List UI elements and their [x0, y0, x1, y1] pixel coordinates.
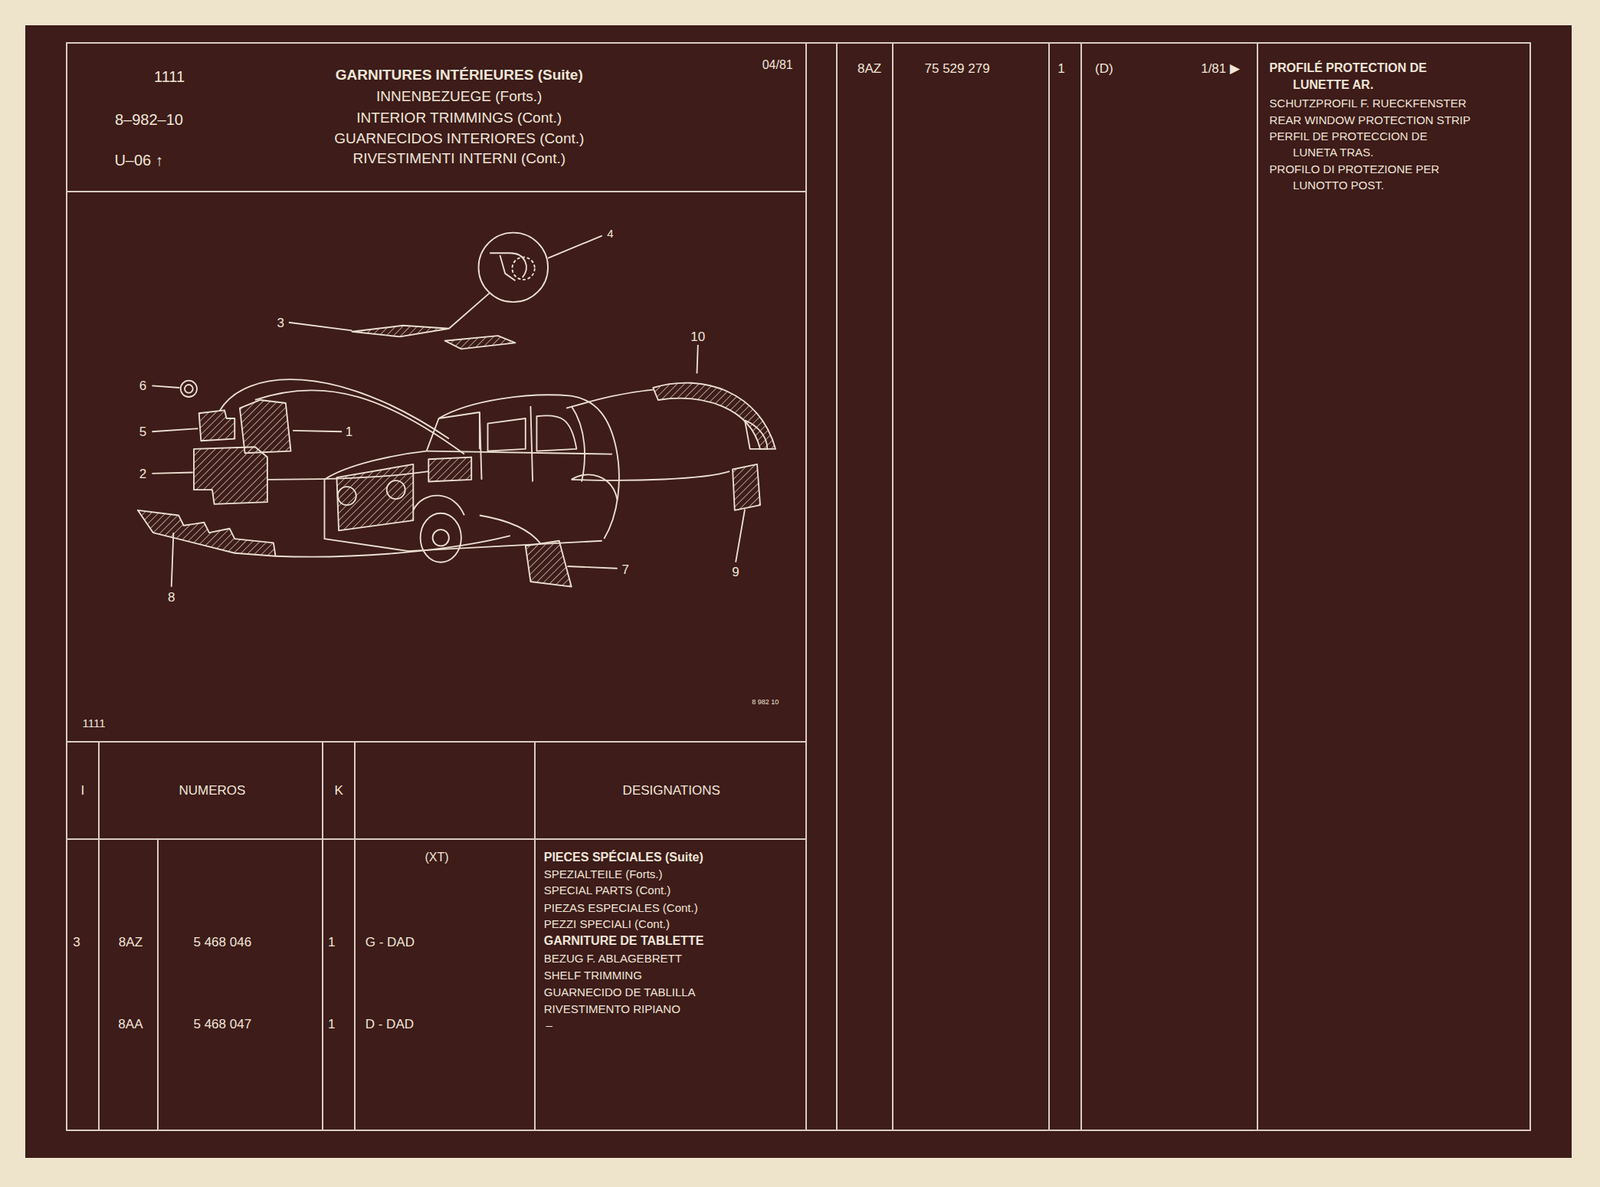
designation-text: SHELF TRIMMING: [544, 968, 643, 981]
designation-text: PROFILO DI PROTEZIONE PER: [1269, 162, 1440, 174]
callout-number: 5: [139, 425, 147, 439]
callout-number: 10: [690, 330, 705, 344]
sheet-code: 8–982–10: [114, 111, 184, 128]
designation-text: LUNOTTO POST.: [1292, 179, 1384, 191]
designation-text: PERFIL DE PROTECCION DE: [1269, 130, 1428, 142]
table-cell: D - DAD: [365, 1016, 414, 1030]
section-title: INNENBEZUEGE (Forts.): [376, 88, 542, 104]
table-cell: 8AA: [118, 1016, 143, 1030]
section-title: GUARNECIDOS INTERIORES (Cont.): [334, 130, 584, 145]
date-code: 04/81: [762, 59, 794, 72]
designation-text: SCHUTZPROFIL F. RUECKFENSTER: [1269, 97, 1467, 109]
microfiche-card: [25, 25, 1572, 1158]
table-cell: (D): [1095, 62, 1114, 76]
table-cell: 1: [1057, 62, 1065, 76]
model-code: (XT): [424, 851, 449, 864]
callout-number: 2: [139, 466, 147, 480]
section-title: INTERIOR TRIMMINGS (Cont.): [356, 110, 562, 125]
part-number: 5 468 046: [193, 935, 252, 949]
sheet-code: U–06 ↑: [114, 152, 163, 168]
designation-text: GARNITURE DE TABLETTE: [544, 934, 705, 948]
callout-number: 3: [276, 315, 284, 329]
column-header: DESIGNATIONS: [622, 783, 721, 797]
designation-text: PIECES SPÉCIALES (Suite): [544, 851, 704, 864]
column-header: K: [334, 783, 343, 797]
table-cell: 1/81 ▶: [1200, 62, 1240, 76]
part-number: 5 468 047: [193, 1016, 252, 1030]
designation-text: PROFILÉ PROTECTION DE: [1269, 62, 1427, 75]
car-illustration: [137, 232, 776, 587]
section-title: RIVESTIMENTI INTERNI (Cont.): [352, 150, 566, 166]
table-cell: 8AZ: [857, 62, 882, 76]
table-cell: 1: [327, 935, 335, 949]
figure-number: 1111: [81, 716, 105, 728]
table-cell: 1: [327, 1016, 335, 1030]
designation-text: LUNETA TRAS.: [1292, 146, 1374, 158]
designation-text: –: [545, 1018, 552, 1030]
table-cell: 8AZ: [118, 935, 143, 949]
designation-text: SPECIAL PARTS (Cont.): [544, 884, 672, 896]
callout-number: 9: [731, 564, 739, 578]
table-cell: G - DAD: [365, 935, 415, 949]
designation-text: RIVESTIMENTO RIPIANO: [544, 1002, 681, 1014]
designation-text: REAR WINDOW PROTECTION STRIP: [1269, 113, 1472, 125]
column-header: I: [80, 783, 85, 797]
callout-number: 4: [606, 226, 614, 239]
table-cell: 3: [72, 935, 80, 949]
figure-code: 8 982 10: [751, 698, 779, 706]
designation-text: PIEZAS ESPECIALES (Cont.): [544, 901, 699, 913]
callout-number: 8: [167, 590, 175, 604]
callout-number: 7: [622, 563, 630, 577]
designation-text: GUARNECIDO DE TABLILLA: [544, 986, 696, 998]
table-grid: [66, 42, 1531, 1131]
part-number: 75 529 279: [924, 62, 991, 76]
sheet-number: 1111: [154, 68, 185, 85]
designation-text: PEZZI SPECIALI (Cont.): [544, 918, 670, 930]
callout-number: 6: [139, 379, 147, 393]
designation-text: LUNETTE AR.: [1292, 78, 1374, 92]
designation-text: SPEZIALTEILE (Forts.): [544, 867, 663, 879]
designation-text: BEZUG F. ABLAGEBRETT: [544, 952, 682, 964]
section-title: GARNITURES INTÉRIEURES (Suite): [335, 67, 584, 82]
column-header: NUMEROS: [179, 783, 246, 797]
callout-number: 1: [345, 425, 353, 439]
